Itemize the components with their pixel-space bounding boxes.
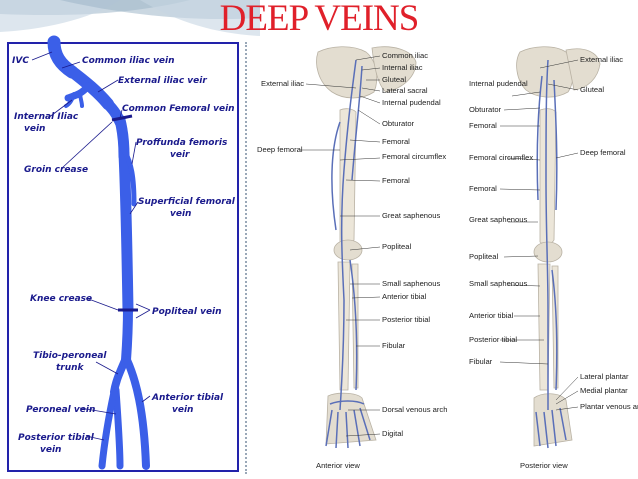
label-tibioperoneal-line2: trunk bbox=[56, 363, 85, 373]
posterior-label-internal-pudendal-line1: Internal pudendal bbox=[469, 79, 528, 88]
posterior-label-deep-femoral: Deep femoral bbox=[580, 148, 626, 157]
anterior-label-posterior-tibial: Posterior tibial bbox=[382, 315, 430, 324]
label-internal-iliac-line1: Internal Iliac bbox=[14, 112, 79, 122]
posterior-label-plantar-venous-arch: Plantar venous arch bbox=[580, 402, 638, 411]
label-superficial-femoral-line1: Superficial femoral bbox=[138, 197, 236, 207]
anterior-label-femoral-circumflex-line1: Femoral circumflex bbox=[382, 152, 446, 161]
anterior-label-femoral-2: Femoral bbox=[382, 176, 410, 185]
label-tibioperoneal-line1: Tibio-peroneal bbox=[33, 351, 107, 361]
anterior-label-obturator: Obturator bbox=[382, 119, 415, 128]
anterior-label-fibular: Fibular bbox=[382, 341, 406, 350]
posterior-label-lateral-plantar: Lateral plantar bbox=[580, 372, 629, 381]
anterior-label-external-iliac: External iliac bbox=[261, 79, 304, 88]
label-knee-crease: Knee crease bbox=[30, 294, 92, 304]
posterior-leg-illustration bbox=[516, 46, 601, 449]
label-profunda-line1: Proffunda femoris bbox=[136, 138, 228, 148]
posterior-label-external-iliac: External iliac bbox=[580, 55, 623, 64]
panel-divider bbox=[245, 42, 247, 474]
anterior-label-gluteal: Gluteal bbox=[382, 75, 406, 84]
anterior-tibial-vessel bbox=[123, 356, 150, 470]
profunda-femoris-vessel bbox=[119, 145, 137, 207]
posterior-label-small-saphenous: Small saphenous bbox=[469, 279, 527, 288]
anterior-leader-lines bbox=[300, 55, 381, 437]
groin-crease-marker bbox=[111, 114, 133, 122]
posterior-label-medial-plantar: Medial plantar bbox=[580, 386, 628, 395]
label-common-femoral: Common Femoral vein bbox=[122, 104, 235, 114]
posterior-label-anterior-tibial: Anterior tibial bbox=[469, 311, 514, 320]
superficial-femoral-vessel bbox=[118, 148, 134, 316]
anterior-label-common-iliac: Common iliac bbox=[382, 51, 428, 60]
posterior-label-fibular: Fibular bbox=[469, 357, 493, 366]
anterior-label-lateral-sacral: Lateral sacral bbox=[382, 86, 428, 95]
internal-iliac-branch-2 bbox=[78, 90, 84, 108]
label-posterior-tibial-line2: vein bbox=[40, 445, 61, 455]
label-profunda-line2: veir bbox=[170, 150, 190, 160]
anterior-label-digital: Digital bbox=[382, 429, 403, 438]
label-popliteal: Popliteal vein bbox=[152, 307, 222, 317]
posterior-label-gluteal: Gluteal bbox=[580, 85, 604, 94]
posterior-view-caption: Posterior view bbox=[520, 461, 568, 470]
anterior-view-caption: Anterior view bbox=[316, 461, 360, 470]
posterior-label-femoral-2: Femoral bbox=[469, 184, 497, 193]
peroneal-vessel bbox=[112, 386, 124, 470]
label-anterior-tibial-line1: Anterior tibial bbox=[151, 393, 224, 403]
anterior-label-internal-pudendal: Internal pudendal bbox=[382, 98, 441, 107]
corner-decoration-right bbox=[60, 0, 260, 36]
anterior-leg-illustration bbox=[316, 46, 417, 449]
label-anterior-tibial-line2: vein bbox=[172, 405, 193, 415]
label-common-iliac: Common iliac vein bbox=[82, 56, 175, 66]
label-ivc: IVC bbox=[12, 56, 29, 66]
anterior-label-internal-iliac: Internal iliac bbox=[382, 63, 423, 72]
posterior-label-obturator: Obturator bbox=[469, 105, 502, 114]
label-external-iliac: External iliac veir bbox=[118, 76, 207, 86]
posterior-label-femoral-circumflex: Femoral circumflex bbox=[469, 153, 533, 162]
internal-iliac-vessel bbox=[64, 82, 92, 102]
posterior-label-great-saphenous: Great saphenous bbox=[469, 215, 527, 224]
label-peroneal: Peroneal vein bbox=[26, 405, 95, 415]
anterior-label-anterior-tibial: Anterior tibial bbox=[382, 292, 427, 301]
posterior-label-popliteal: Popliteal bbox=[469, 252, 498, 261]
anterior-label-deep-femoral: Deep femoral bbox=[257, 145, 303, 154]
slide-title: DEEP VEINS bbox=[219, 0, 420, 39]
internal-iliac-branch bbox=[64, 92, 76, 108]
anterior-label-femoral: Femoral bbox=[382, 137, 410, 146]
anterior-label-small-saphenous: Small saphenous bbox=[382, 279, 440, 288]
anterior-label-great-saphenous: Great saphenous bbox=[382, 211, 440, 220]
right-diagram-panel bbox=[252, 42, 632, 472]
posterior-tibial-vessel bbox=[98, 388, 118, 470]
label-superficial-femoral-line2: vein bbox=[170, 209, 191, 219]
anterior-label-popliteal: Popliteal bbox=[382, 242, 411, 251]
label-posterior-tibial-line1: Posterior tibial bbox=[18, 433, 95, 443]
posterior-label-posterior-tibial: Posterior tibial bbox=[469, 335, 517, 344]
posterior-label-femoral: Femoral bbox=[469, 121, 497, 130]
anterior-label-dorsal-venous-arch: Dorsal venous arch bbox=[382, 405, 447, 414]
label-internal-iliac-line2: vein bbox=[24, 124, 45, 134]
label-groin-crease: Groin crease bbox=[24, 165, 88, 175]
posterior-leader-lines bbox=[499, 59, 579, 411]
